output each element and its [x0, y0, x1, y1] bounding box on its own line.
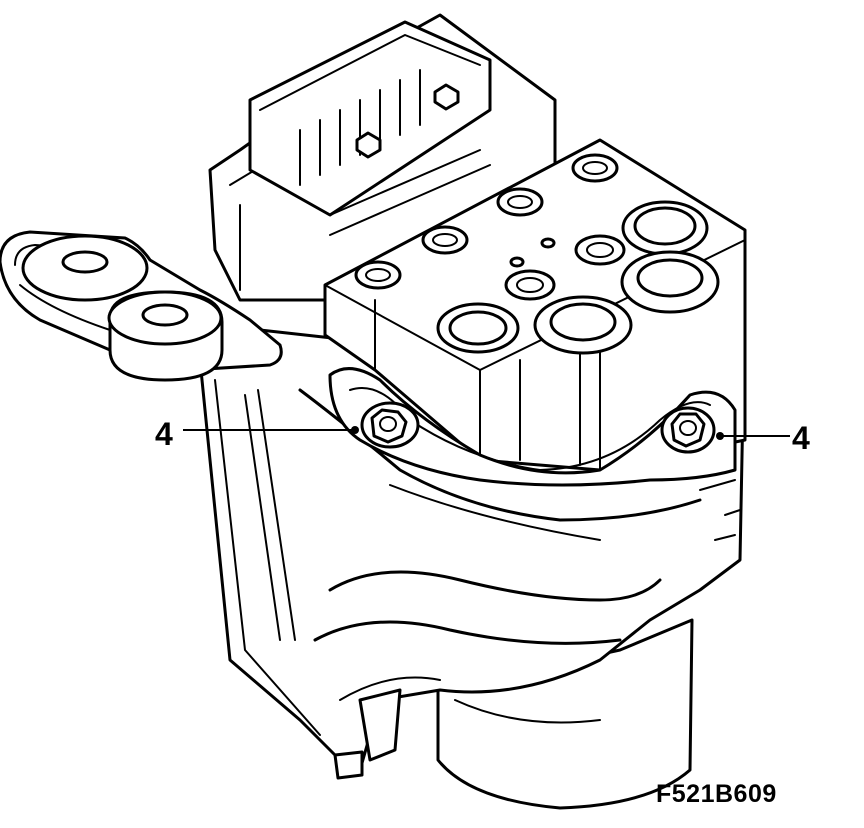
- pump-motor-cylinder: [436, 618, 694, 810]
- lower-tabs: [333, 688, 402, 780]
- leader-dot-right: [716, 432, 724, 440]
- bolt-left: [360, 401, 420, 449]
- threaded-ports: [354, 153, 626, 301]
- mounting-bracket: [0, 230, 283, 382]
- callout-number-left: 4: [155, 416, 173, 452]
- figure-code: F521B609: [656, 780, 777, 808]
- solenoid-plugs: [436, 200, 720, 355]
- callout-number-right: 4: [792, 420, 810, 456]
- valve-block: [323, 138, 747, 472]
- leader-dot-left: [351, 426, 359, 434]
- bolt-right: [660, 406, 716, 454]
